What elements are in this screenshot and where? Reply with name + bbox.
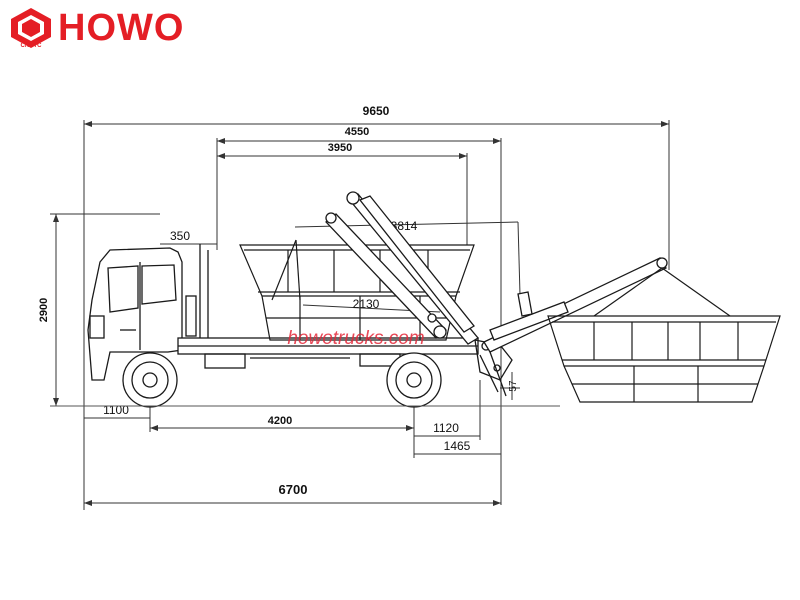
dimension-labels: 9650 4550 3950 2900 350 3814 2130 1100 4… (38, 104, 519, 497)
dim-height: 2900 (38, 298, 50, 322)
truck (87, 244, 513, 408)
dim-cab-gap: 350 (170, 229, 190, 243)
brand-logo: CNHTC HOWO (8, 6, 183, 50)
rear-wheel (386, 352, 442, 408)
brand-name: HOWO (58, 7, 185, 49)
dim-body-length: 4550 (345, 126, 369, 138)
truck-cab (87, 244, 209, 381)
dim-container-width: 2130 (353, 297, 380, 311)
dim-overall-length: 9650 (363, 104, 390, 118)
cnhtc-emblem-icon: CNHTC (11, 8, 51, 49)
truck-chassis (177, 337, 479, 369)
dim-rear-axle-to-end: 1120 (433, 421, 459, 435)
dim-front-overhang: 1100 (103, 403, 129, 417)
lift-arms-stowed (325, 191, 479, 345)
dim-wheelbase: 4200 (268, 415, 292, 427)
container-lifted (547, 267, 781, 403)
dim-arm-span: 3950 (328, 142, 352, 154)
dim-rear-overhang: 1465 (444, 439, 471, 453)
dimension-arrows (53, 121, 669, 506)
lift-arms-extended (483, 257, 668, 353)
watermark-site: howotrucks.com (287, 328, 424, 349)
emblem-text: CNHTC (21, 43, 43, 49)
dim-ground-clearance: 57 (508, 380, 519, 392)
dim-vehicle-length: 6700 (279, 482, 308, 497)
front-wheel (122, 352, 178, 408)
